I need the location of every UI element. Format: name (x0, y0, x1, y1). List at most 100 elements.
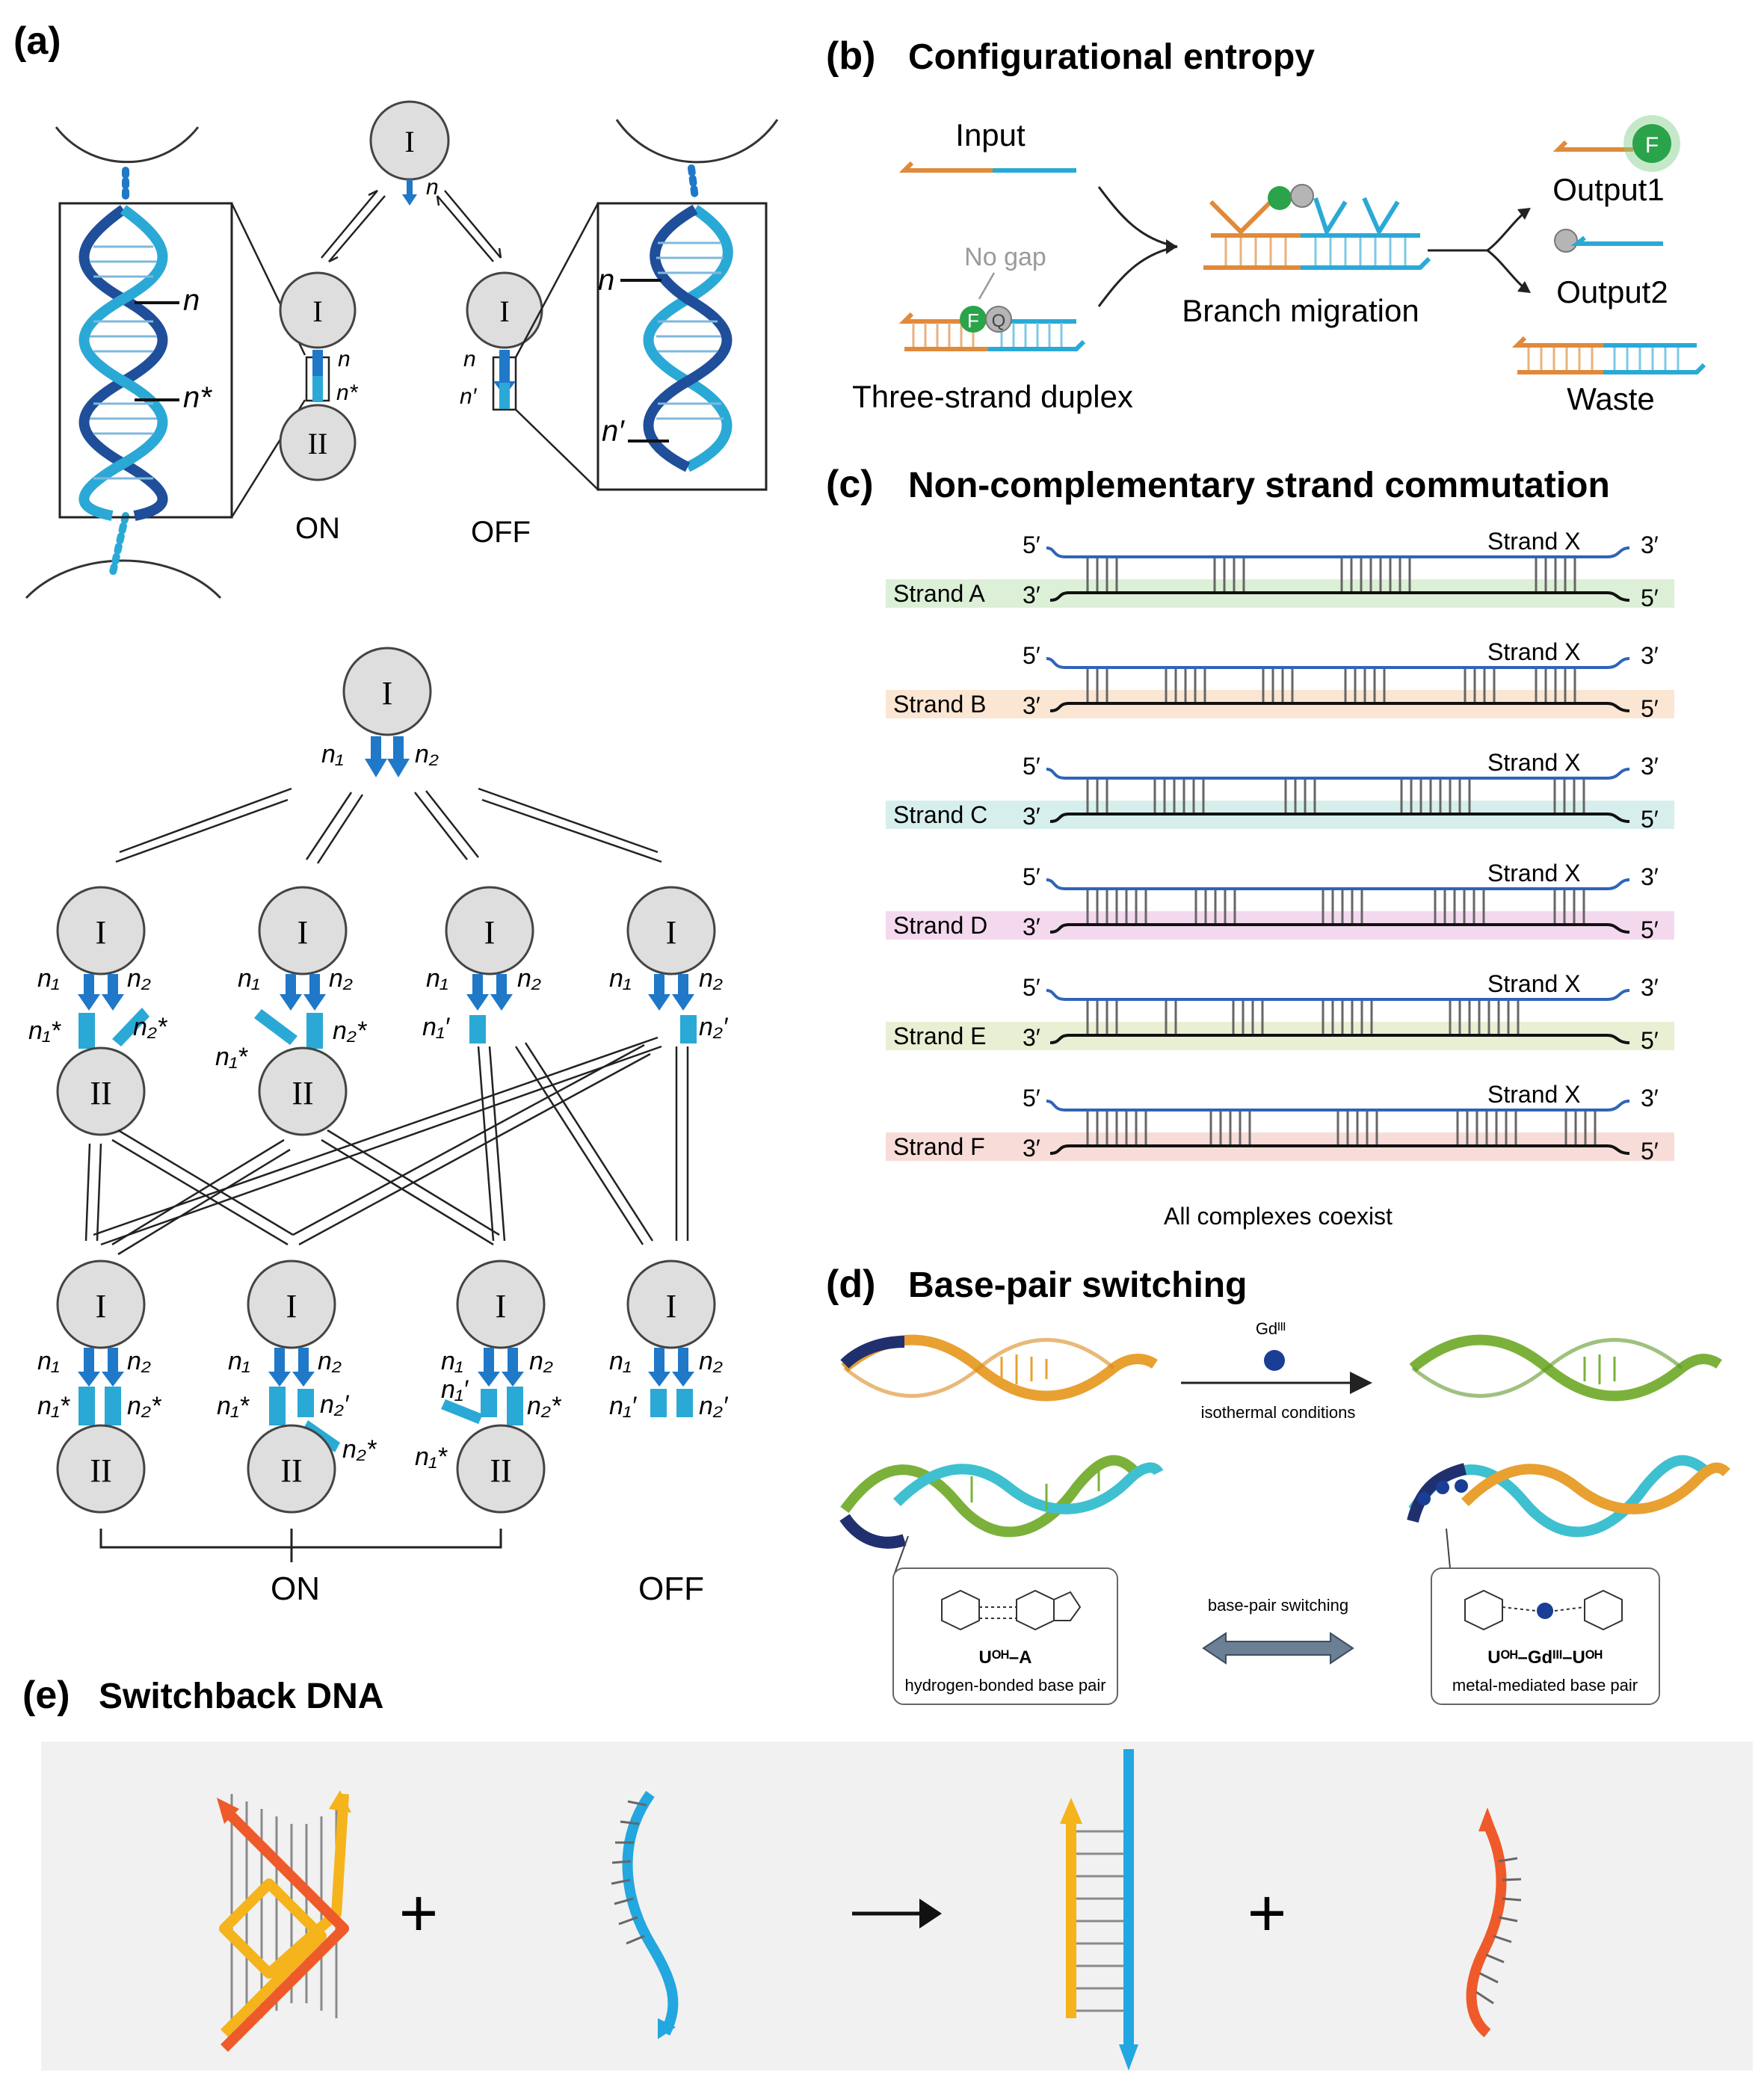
strand-label: Strand A (893, 580, 985, 607)
r1-m4-n1-tip (648, 974, 670, 1011)
strand-x-label: Strand X (1487, 970, 1581, 997)
n-label-left: n (183, 284, 200, 317)
waste-bottom-blue (1603, 363, 1706, 374)
panel-e-arrowhead-icon (919, 1899, 942, 1929)
nstar-label-left: n* (183, 381, 212, 414)
nstar-label-on: n* (336, 380, 359, 405)
panel-d-letter: (d) (826, 1263, 875, 1306)
r2-m2-I-label: I (286, 1288, 297, 1325)
split-arrowhead-bottom (1517, 281, 1531, 293)
product-yellow-arrowhead-icon (1060, 1798, 1082, 1824)
n-label-off: n (463, 347, 476, 372)
r2-m1-n1star-label: n₁* (37, 1392, 71, 1420)
plus-sign-2: + (1248, 1876, 1287, 1951)
equilibrium-arrows-a-top (321, 189, 502, 263)
output1-fluorophore-label: F (1645, 133, 1659, 158)
branch-migration-complex (1203, 184, 1431, 270)
r2-m3-n1prime-label: n₁′ (441, 1375, 469, 1404)
panel-a: (a) n n* I n (13, 19, 779, 599)
left-callout-pointer (892, 1535, 909, 1578)
plus-sign-1: + (399, 1876, 439, 1951)
five-prime-label: 5′ (1023, 642, 1040, 669)
no-gap-label: No gap (964, 243, 1046, 271)
panel-e-letter: (e) (22, 1674, 70, 1717)
five-prime-label-bottom: 5′ (1641, 585, 1659, 611)
quencher-icon (985, 306, 1012, 333)
no-gap-pointer (978, 272, 996, 300)
waste-top-orange (1511, 336, 1603, 348)
n-tip-top (402, 179, 417, 206)
r2-m2-n2-label: n₂ (318, 1347, 342, 1375)
nprime-label-right: n′ (602, 415, 625, 448)
waste-label: Waste (1567, 381, 1654, 416)
r2-m1-n1-tip (78, 1348, 100, 1387)
r1-m1-n2star-label: n₂* (133, 1013, 168, 1041)
node-II-on-label: II (308, 427, 328, 460)
r2-m4-n2prime-tip (676, 1389, 693, 1417)
product-blue-arrowhead-icon (1119, 2044, 1138, 2071)
r2-m1-II-label: II (90, 1452, 111, 1489)
off-label-network: OFF (638, 1570, 704, 1607)
r2-m2-node-I (247, 1260, 336, 1349)
r1-m2-node-I (258, 886, 348, 975)
r2-m2-n2star-label: n₂* (342, 1435, 377, 1464)
top-electrode-right (615, 119, 779, 164)
panel-b-letter: (b) (826, 34, 875, 78)
node-I-on (279, 271, 357, 349)
r1-m2-n2star-label: n₂* (333, 1017, 368, 1045)
r1-m4-I-label: I (666, 914, 677, 951)
right-basepair-structure (1464, 1589, 1623, 1631)
r2-m1-node-I (56, 1260, 146, 1349)
r1-m4-node-I (626, 886, 716, 975)
n-label-right: n (598, 264, 614, 297)
r2-m3-node-II (456, 1424, 546, 1514)
r2-m2-n2-tip (292, 1348, 315, 1387)
r2-m3-n2star-tip (507, 1387, 523, 1425)
r1-m3-I-label: I (484, 914, 496, 951)
panel-c-title: Non-complementary strand commutation (908, 466, 1610, 505)
three-strand-duplex-label: Three-strand duplex (852, 379, 1133, 414)
red-single-strand (1466, 1807, 1522, 2038)
strand-bottom-line (1049, 813, 1630, 823)
r2-m2-node-II (247, 1424, 336, 1514)
panel-d-title: Base-pair switching (908, 1265, 1247, 1305)
gd-ion-icon (1264, 1350, 1285, 1371)
r2-m1-n1-label: n₁ (37, 1347, 60, 1375)
r2-m4-n2prime-label: n₂′ (699, 1392, 729, 1420)
five-prime-label: 5′ (1023, 974, 1040, 1001)
three-prime-label-bottom: 3′ (1023, 913, 1040, 940)
r2-m2-n1-label: n₁ (228, 1347, 250, 1375)
three-prime-label-bottom: 3′ (1023, 692, 1040, 719)
helix-left-top (840, 1334, 1158, 1402)
three-prime-label-bottom: 3′ (1023, 582, 1040, 608)
r2-m1-node-II (56, 1424, 146, 1514)
helix-left-bottom (839, 1455, 1164, 1549)
five-prime-label-bottom: 5′ (1641, 916, 1659, 943)
r1-m1-node-II (56, 1046, 146, 1136)
r2-m1-n2-label: n₂ (127, 1347, 151, 1375)
r2-m4-n1-tip (648, 1348, 670, 1387)
bottom-electrode-left (25, 559, 222, 599)
left-basepair-box (892, 1567, 1118, 1705)
five-prime-label: 5′ (1023, 863, 1040, 890)
dna-helix-right (643, 204, 733, 472)
branch-migration-label: Branch migration (1182, 293, 1419, 328)
r1-m4-n2-tip (672, 974, 694, 1011)
fluorophore-label: F (967, 309, 979, 332)
strand-x-line (1046, 768, 1630, 780)
right-pair-name: Uᴼᴴ–Gdᴵᴵᴵ–Uᴼᴴ (1487, 1647, 1603, 1668)
off-label-top: OFF (471, 516, 531, 549)
panel-a-network: I n₁ n₂ I II n₁ n₂ n₁* n₂* (28, 647, 729, 1607)
r1-m3-n1prime-label: n₁′ (422, 1013, 451, 1041)
r2-m1-n2star-label: n₂* (127, 1392, 162, 1420)
strand-bottom-line (1049, 591, 1630, 602)
r2-m2-n1star-label: n₁* (217, 1392, 250, 1420)
r1-m1-n1-label: n₁ (37, 964, 60, 993)
r1-m4-n2-label: n₂ (699, 964, 723, 993)
strand-x-label: Strand X (1487, 638, 1581, 665)
r2-m3-node-I (456, 1260, 546, 1349)
r2-m1-n2-tip (102, 1348, 124, 1387)
three-prime-label: 3′ (1641, 974, 1659, 1001)
